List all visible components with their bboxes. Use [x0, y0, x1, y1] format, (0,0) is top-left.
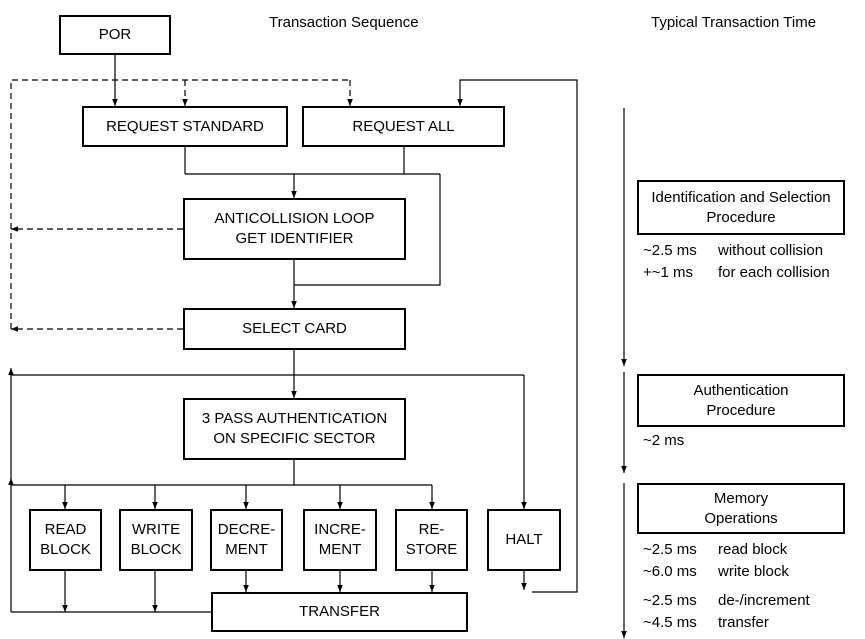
authentication-block: 3 PASS AUTHENTICATION ON SPECIFIC SECTOR: [183, 398, 406, 460]
request-all-label: REQUEST ALL: [352, 117, 455, 135]
halt-label: HALT: [505, 531, 543, 548]
memory-desc-4: transfer: [718, 614, 769, 631]
memory-desc-1: read block: [718, 541, 788, 558]
memory-time-4: ~4.5 ms: [643, 614, 697, 631]
read-block: READ BLOCK: [29, 509, 102, 571]
write-block-line-1: WRITE: [131, 521, 181, 538]
heading-transaction-sequence: Transaction Sequence: [269, 14, 419, 31]
memory-phase-box: Memory Operations: [637, 483, 845, 534]
halt-block: HALT: [487, 509, 561, 571]
decrement-line-1: DECRE-: [217, 521, 276, 538]
increment-line-1: INCRE-: [314, 521, 366, 538]
heading-transaction-time: Typical Transaction Time: [651, 14, 817, 31]
identification-desc-1: without collision: [718, 242, 824, 259]
memory-time-3: ~2.5 ms: [643, 592, 697, 609]
transfer-block: TRANSFER: [211, 592, 468, 632]
memory-title-1: Memory: [713, 489, 769, 507]
increment-line-2: MENT: [318, 541, 362, 558]
restore-block: RE- STORE: [395, 509, 468, 571]
restore-line-1: RE-: [418, 521, 445, 538]
read-block-line-1: READ: [44, 521, 87, 538]
select-card-label: SELECT CARD: [242, 320, 347, 337]
anticollision-line-2: GET IDENTIFIER: [235, 230, 354, 247]
memory-desc-2: write block: [718, 563, 789, 580]
identification-time-2: +~1 ms: [643, 264, 694, 281]
write-block: WRITE BLOCK: [119, 509, 193, 571]
increment-block: INCRE- MENT: [303, 509, 377, 571]
request-all-block: REQUEST ALL: [302, 106, 505, 147]
identification-time-1: ~2.5 ms: [643, 242, 697, 259]
auth-phase-title-1: Authentication: [693, 381, 789, 399]
decrement-block: DECRE- MENT: [210, 509, 283, 571]
write-block-line-2: BLOCK: [130, 541, 182, 558]
anticollision-block: ANTICOLLISION LOOP GET IDENTIFIER: [183, 198, 406, 260]
authentication-line-2: ON SPECIFIC SECTOR: [213, 430, 376, 447]
auth-phase-title-2: Procedure: [706, 401, 776, 419]
por-label: POR: [98, 26, 132, 43]
authentication-line-1: 3 PASS AUTHENTICATION: [201, 410, 388, 427]
memory-time-2: ~6.0 ms: [643, 563, 697, 580]
por-block: POR: [59, 15, 171, 55]
identification-phase-box: Identification and Selection Procedure: [637, 180, 845, 235]
identification-desc-2: for each collision: [718, 264, 830, 281]
anticollision-line-1: ANTICOLLISION LOOP: [214, 210, 375, 227]
memory-time-1: ~2.5 ms: [643, 541, 697, 558]
identification-title-2: Procedure: [706, 208, 776, 226]
authentication-time: ~2 ms: [643, 432, 685, 449]
memory-title-2: Operations: [704, 509, 778, 527]
select-card-block: SELECT CARD: [183, 308, 406, 350]
authentication-phase-box: Authentication Procedure: [637, 374, 845, 427]
memory-desc-3: de-/increment: [718, 592, 810, 609]
request-standard-block: REQUEST STANDARD: [82, 106, 288, 147]
identification-title-1: Identification and Selection: [651, 188, 831, 206]
request-standard-label: REQUEST STANDARD: [106, 117, 264, 135]
read-block-line-2: BLOCK: [40, 541, 91, 558]
restore-line-2: STORE: [405, 541, 458, 558]
transfer-label: TRANSFER: [299, 603, 380, 620]
decrement-line-2: MENT: [225, 541, 268, 558]
